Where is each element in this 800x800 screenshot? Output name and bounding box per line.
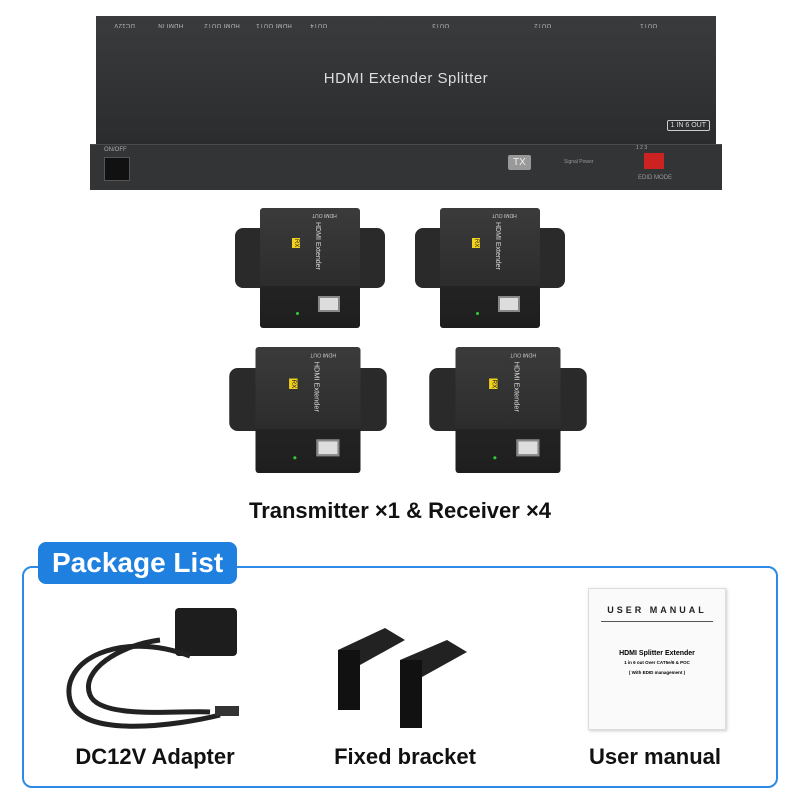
rx-badge: RX [289,378,298,390]
item-label-manual: User manual [588,744,722,769]
manual-note: ( With EDID management ) [628,670,686,675]
edid-label: EDID MODE [638,175,673,181]
transmitter-device: DC12V HDMI IN HDMI OUT2 HDMI OUT1 OUT4 O… [90,16,722,190]
receiver-name: HDMI Extender [494,222,501,270]
hdmi-out-label: HDMI OUT [492,212,517,218]
io-badge: 1 IN 6 OUT [666,120,710,131]
receiver-unit: HDMI OUT RX HDMI Extender [415,208,565,328]
port-label: HDMI OUT1 [256,22,292,28]
port-label: HDMI IN [158,22,184,28]
port-label: OUT3 [432,22,450,28]
switch-label: ON/OFF [104,147,127,153]
port-label: OUT2 [534,22,552,28]
rj45-port [498,296,520,312]
receiver-body: HDMI OUT RX HDMI Extender [255,347,361,473]
item-label-bracket: Fixed bracket [334,744,476,769]
dip-switch[interactable] [644,153,664,169]
rj45-port [516,439,540,457]
port-label: DC12V [114,22,135,28]
port-label: OUT1 [640,22,658,28]
status-led [296,312,299,315]
status-led [493,456,497,460]
receiver-name: HDMI Extender [314,222,321,270]
receiver-name: HDMI Extender [512,361,520,412]
receiver-unit: HDMI OUT RX HDMI Extender [235,208,385,328]
package-title: Package List [38,542,238,584]
status-led [476,312,479,315]
rx-badge: RX [489,378,498,390]
manual-title: HDMI Splitter Extender [619,650,695,657]
port-label: OUT4 [310,22,328,28]
adapter-image [66,608,239,729]
dip-numbers: 1 2 3 [636,145,648,151]
hdmi-out-label: HDMI OUT [510,351,537,358]
status-led [293,456,297,460]
led-labels: Signal Power [564,159,594,165]
tx-badge: TX [508,155,531,170]
rx-badge: RX [292,238,300,249]
rj45-port [316,439,340,457]
hdmi-out-label: HDMI OUT [310,351,337,358]
receiver-unit: HDMI OUT RX HDMI Extender [229,347,387,473]
power-switch[interactable] [104,157,130,181]
user-manual-image: USER MANUAL HDMI Splitter Extender 1 in … [588,588,726,730]
bracket-image [338,628,467,728]
transmitter-top: DC12V HDMI IN HDMI OUT2 HDMI OUT1 OUT4 O… [96,16,716,144]
item-label-adapter: DC12V Adapter [75,744,235,769]
receiver-unit: HDMI OUT RX HDMI Extender [429,347,587,473]
hdmi-out-label: HDMI OUT [312,212,337,218]
manual-heading: USER MANUAL [607,605,707,615]
port-label: HDMI OUT2 [204,22,240,28]
transmitter-title: HDMI Extender Splitter [323,70,489,87]
receiver-name: HDMI Extender [312,361,320,412]
transmitter-front: ON/OFF TX Signal Power 1 2 3 EDID MODE [90,144,722,190]
manual-subtitle: 1 in 6 out Over CAT5e/6 & POC [624,660,690,665]
package-frame [22,566,778,788]
rx-badge: RX [472,238,480,249]
receiver-body: HDMI OUT RX HDMI Extender [455,347,561,473]
receiver-body: HDMI OUT RX HDMI Extender [440,208,540,328]
rj45-port [318,296,340,312]
receiver-body: HDMI OUT RX HDMI Extender [260,208,360,328]
contents-caption: Transmitter ×1 & Receiver ×4 [248,498,552,523]
